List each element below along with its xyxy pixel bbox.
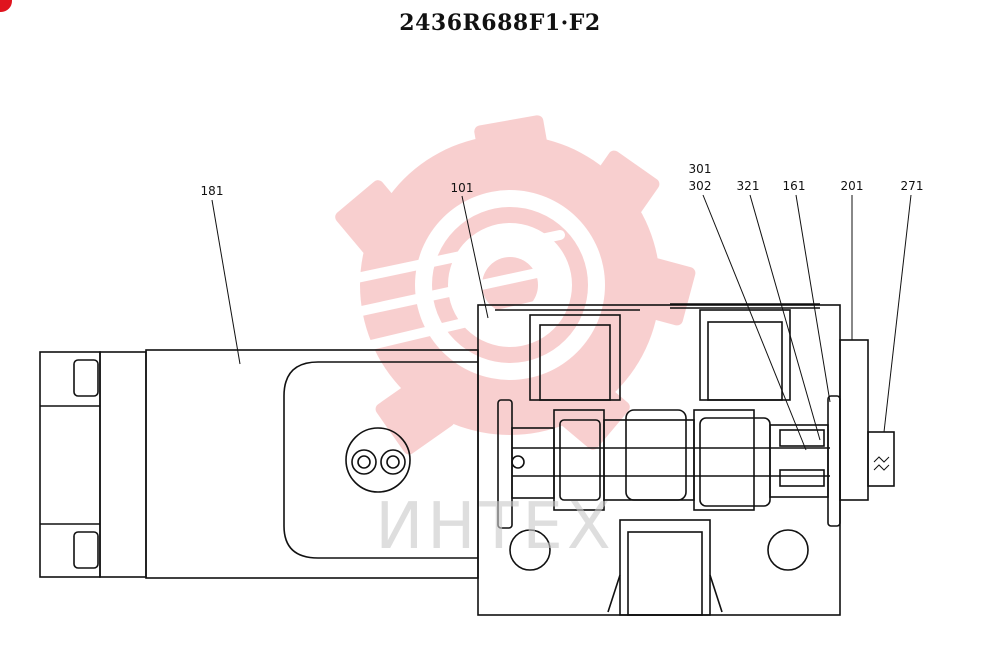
label-101: 101	[451, 181, 474, 195]
plug-271	[867, 431, 895, 487]
part-labels: 181 101 301 302 321 161 201 271	[201, 162, 924, 198]
label-301: 301	[689, 162, 712, 176]
label-201: 201	[841, 179, 864, 193]
watermark-text: ИНТЕХ	[375, 490, 614, 564]
label-161: 161	[783, 179, 806, 193]
end-cover-201	[839, 339, 869, 501]
label-321: 321	[737, 179, 760, 193]
label-271: 271	[901, 179, 924, 193]
label-181: 181	[201, 184, 224, 198]
leader-lines	[211, 194, 912, 451]
housing-101	[477, 303, 841, 616]
drawing-title: 2436R688F1·F2	[399, 10, 601, 36]
label-302: 302	[689, 179, 712, 193]
